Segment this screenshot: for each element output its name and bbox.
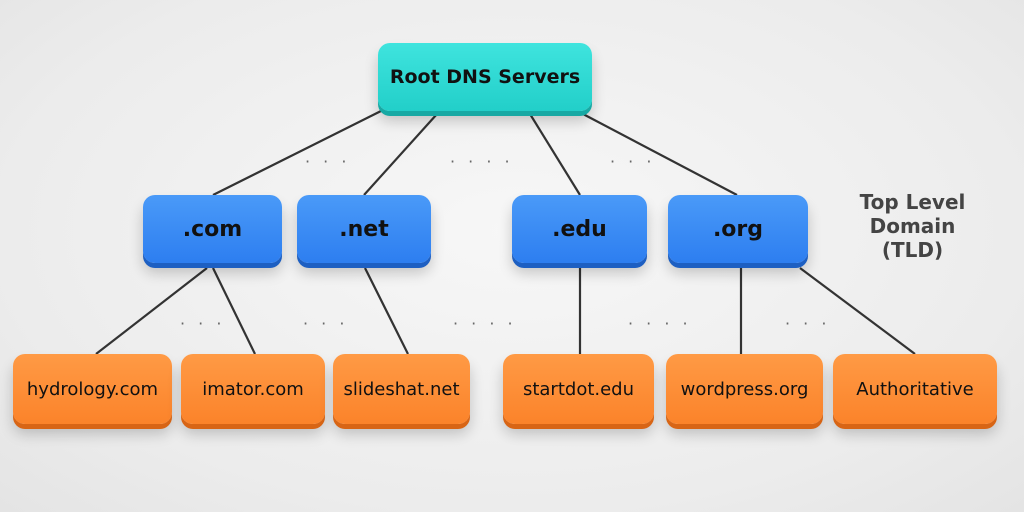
node-label: hydrology.com <box>26 378 159 400</box>
ellipsis: · · · <box>305 152 351 171</box>
edge-root-org <box>582 113 738 196</box>
node-label: .org <box>712 216 764 242</box>
root-dns-servers-node: Root DNS Servers <box>378 43 592 111</box>
ellipsis: · · · · <box>453 314 517 333</box>
tld-node-edu: .edu <box>512 195 647 263</box>
ellipsis: · · · · <box>628 314 692 333</box>
node-label: Authoritative <box>856 378 974 400</box>
annotation-line: Top Level <box>859 190 966 214</box>
ellipsis: · · · <box>180 314 226 333</box>
node-label: .com <box>182 216 243 242</box>
leaf-node-imator: imator.com <box>181 354 325 424</box>
node-label: .edu <box>552 216 607 242</box>
ellipsis: · · · <box>610 152 656 171</box>
edge-org-authoritative <box>799 267 916 355</box>
ellipsis: · · · · <box>450 152 514 171</box>
edge-com-hydrology <box>95 267 208 355</box>
leaf-node-hydrology: hydrology.com <box>13 354 172 424</box>
tld-node-net: .net <box>297 195 431 263</box>
tld-annotation: Top Level Domain (TLD) <box>845 190 980 262</box>
leaf-node-wordpress: wordpress.org <box>666 354 823 424</box>
ellipsis: · · · <box>785 314 831 333</box>
leaf-node-startdot: startdot.edu <box>503 354 654 424</box>
edge-com-imator <box>212 267 256 355</box>
node-label: .net <box>339 216 389 242</box>
edge-root-com <box>212 109 384 196</box>
ellipsis: · · · <box>303 314 349 333</box>
node-label: wordpress.org <box>680 378 809 400</box>
tld-node-org: .org <box>668 195 808 263</box>
edge-root-edu <box>529 113 581 196</box>
tld-node-com: .com <box>143 195 282 263</box>
leaf-node-slideshat: slideshat.net <box>333 354 470 424</box>
node-label: Root DNS Servers <box>389 66 581 88</box>
annotation-line: (TLD) <box>881 238 944 262</box>
edge-net-slideshat <box>364 267 409 355</box>
edge-root-net <box>363 113 438 196</box>
annotation-line: Domain <box>869 214 956 238</box>
leaf-node-authoritative: Authoritative <box>833 354 997 424</box>
node-label: slideshat.net <box>343 378 460 400</box>
node-label: imator.com <box>202 378 304 400</box>
node-label: startdot.edu <box>522 378 635 400</box>
